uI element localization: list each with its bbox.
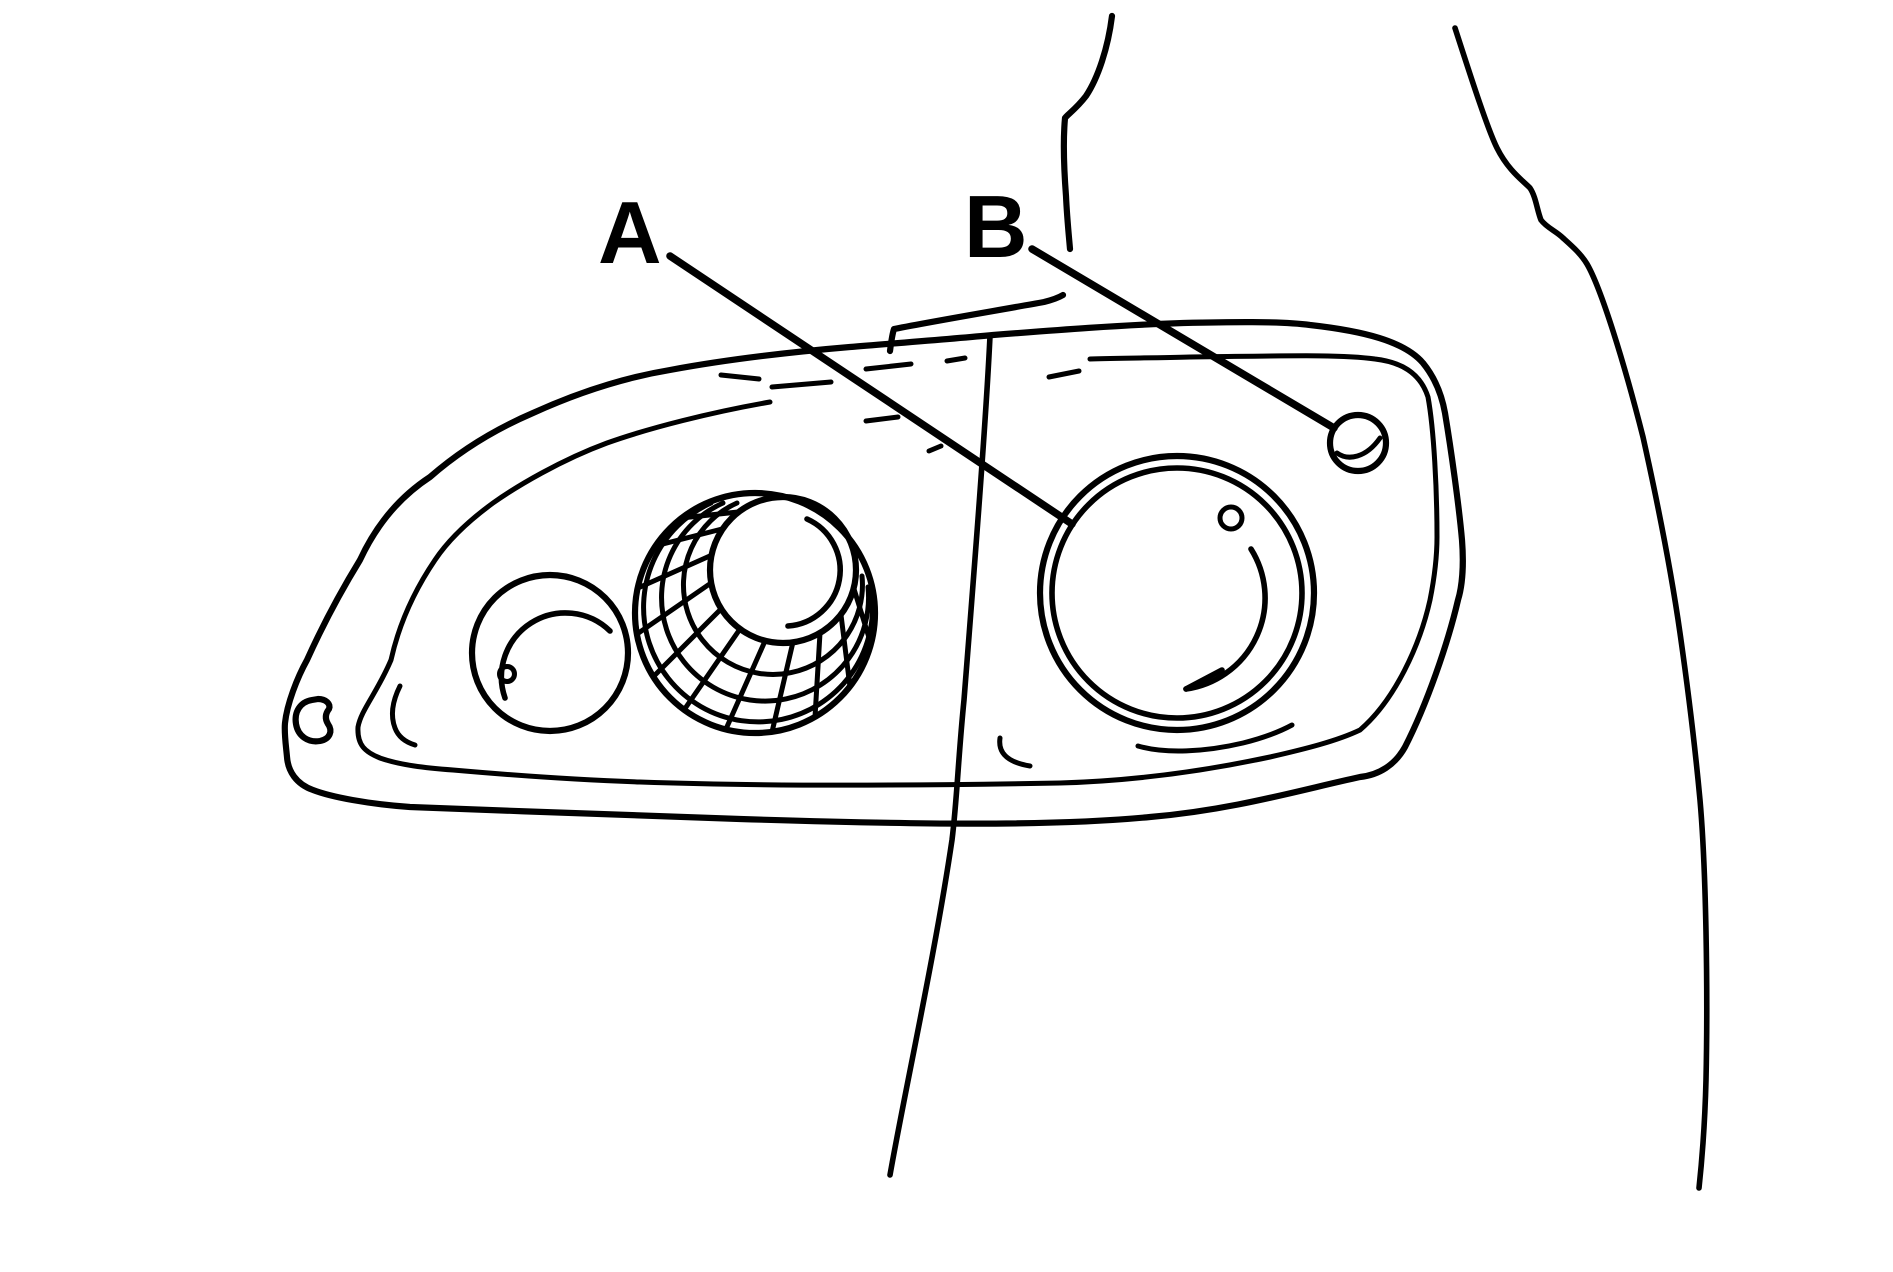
ridge-dash <box>1046 368 1082 380</box>
body-quarter-panel-line <box>1452 25 1710 1191</box>
right-pocket-corner-curve <box>997 735 1033 769</box>
ridge-dash <box>863 414 901 424</box>
right-pocket-reflection-arc <box>1135 722 1295 754</box>
mesh-spoke <box>838 612 853 690</box>
right-opening-swoosh-hook <box>1183 667 1225 692</box>
right-opening-pin-hole <box>1217 504 1245 532</box>
left-opening-ring <box>468 571 632 735</box>
panel-seam-line <box>887 333 993 1178</box>
mesh-spoke <box>634 580 714 637</box>
car-body-lines <box>886 12 1710 1191</box>
cone-mesh-rings <box>641 500 876 725</box>
body-sail-panel-line <box>1060 12 1116 253</box>
left-corner-highlight-arc <box>390 683 418 748</box>
locator-hole-ring <box>1326 411 1390 475</box>
locator-hole <box>1326 411 1390 475</box>
callout-b-label: B <box>964 177 1028 276</box>
right-opening-swoosh-arc <box>1183 546 1268 692</box>
mesh-spoke <box>678 509 741 521</box>
right-opening-outer-ring <box>1036 452 1318 734</box>
mesh-spoke <box>851 586 874 647</box>
mounting-tab-blob <box>292 695 334 745</box>
mesh-spoke <box>681 626 743 713</box>
callout-a-leader-line <box>666 252 1076 528</box>
left-opening-inner-arc <box>498 610 613 701</box>
mesh-ring <box>641 500 876 725</box>
ridge-dash <box>926 443 944 454</box>
callout-b-leader-line <box>1028 245 1338 432</box>
mesh-spoke <box>635 552 715 591</box>
callout-a: A <box>598 183 1076 528</box>
cone-mesh-spokes <box>634 509 874 735</box>
mesh-ring <box>680 500 865 677</box>
right-opening-inner-ring <box>1049 465 1305 721</box>
ridge-dash <box>769 379 834 390</box>
mesh-spoke <box>723 638 768 732</box>
bulb-highlight-arc <box>785 516 843 629</box>
callout-a-label: A <box>598 183 662 282</box>
mesh-spoke <box>652 526 725 549</box>
lamp-flange-ridge-dashes <box>718 355 1082 454</box>
mesh-spoke <box>812 630 823 720</box>
cone-bulb-ring <box>706 493 860 647</box>
ridge-dash <box>944 355 968 364</box>
mesh-spoke <box>650 606 724 680</box>
locator-hole-smile-arc <box>1334 435 1383 460</box>
callout-b: B <box>964 177 1338 432</box>
right-socket-opening <box>997 452 1318 769</box>
left-bulb-opening <box>292 571 632 748</box>
lamp-inner-edge <box>355 353 1440 788</box>
center-socket-cone <box>631 489 879 737</box>
tail-lamp-assembly <box>281 319 1466 827</box>
mesh-spoke <box>769 639 796 735</box>
ridge-dash <box>863 361 914 372</box>
trunk-seam-tab <box>886 291 1067 355</box>
lamp-outer-edge <box>281 319 1466 827</box>
ridge-dash <box>718 372 762 382</box>
mesh-ring <box>659 500 872 704</box>
cone-outer-ring <box>631 489 879 737</box>
